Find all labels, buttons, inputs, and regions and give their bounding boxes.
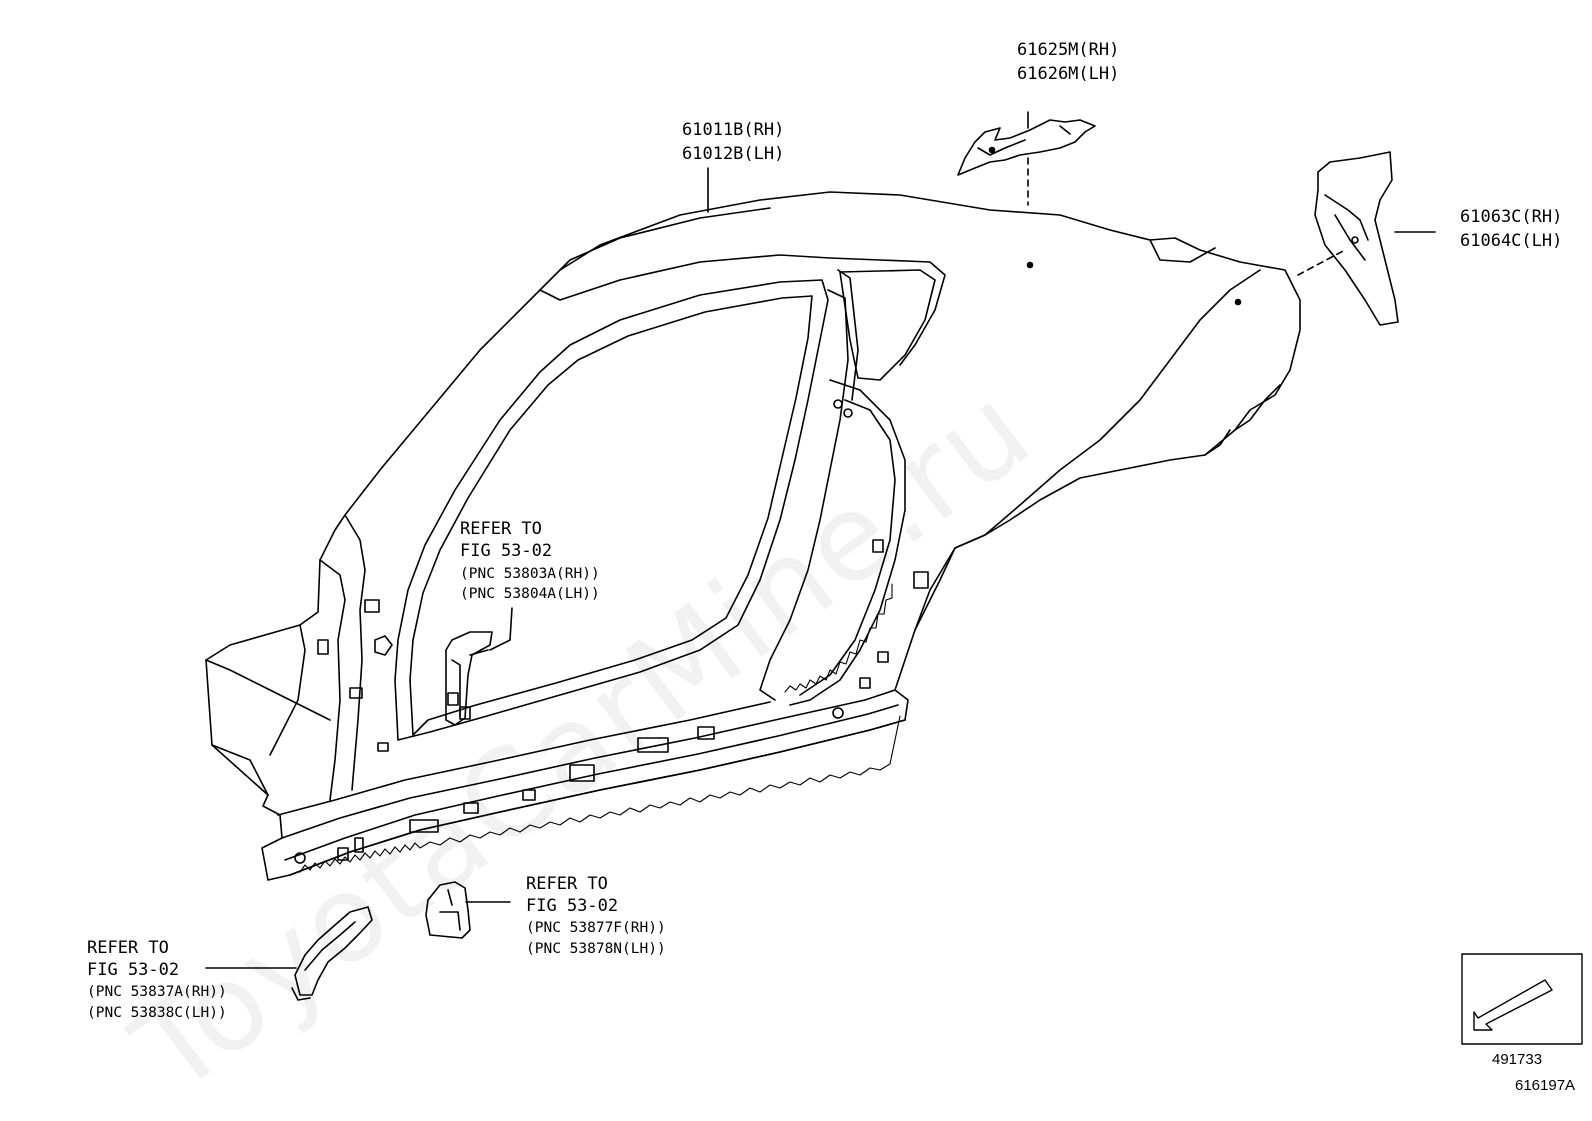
leader-rear-extension-dashed xyxy=(1297,249,1346,276)
ref-center-pillar-pnc1: (PNC 53803A(RH)) xyxy=(460,566,600,582)
center-pillar-bracket xyxy=(445,607,513,726)
ref-center-pillar-line1: REFER TO xyxy=(460,519,542,539)
figure-code: 616197A xyxy=(1515,1077,1576,1094)
ref-rocker-bracket-line2: FIG 53-02 xyxy=(526,896,619,916)
rocker-bracket xyxy=(425,881,511,939)
panel-outline xyxy=(205,191,1301,881)
ref-front-bracket-pnc2: (PNC 53838C(LH)) xyxy=(87,1005,227,1021)
ref-rocker-bracket-line1: REFER TO xyxy=(526,874,608,894)
ref-front-bracket-pnc1: (PNC 53837A(RH)) xyxy=(87,984,227,1000)
door-opening xyxy=(394,279,829,741)
direction-code: 491733 xyxy=(1492,1051,1543,1068)
roof-side-reinforcement-part xyxy=(957,111,1096,206)
rocker-sill xyxy=(289,719,906,876)
callout-rear-extension-lh: 61064C(LH) xyxy=(1460,231,1563,251)
front-bracket xyxy=(205,906,373,1001)
callout-body-side-outer-rh: 61011B(RH) xyxy=(682,120,785,140)
callout-roof-side-rh: 61625M(RH) xyxy=(1017,40,1120,60)
body-side-outer-panel xyxy=(205,191,1301,881)
rear-extension-part xyxy=(1297,151,1436,326)
ref-rocker-bracket-pnc2: (PNC 53878N(LH)) xyxy=(526,941,666,957)
ref-center-pillar-line2: FIG 53-02 xyxy=(460,541,553,561)
direction-box xyxy=(1461,953,1583,1045)
callout-rear-extension-rh: 61063C(RH) xyxy=(1460,207,1563,227)
callout-body-side-outer-lh: 61012B(LH) xyxy=(682,144,785,164)
ref-center-pillar-pnc2: (PNC 53804A(LH)) xyxy=(460,586,600,602)
ref-rocker-bracket-pnc1: (PNC 53877F(RH)) xyxy=(526,920,666,936)
leader-center-pillar xyxy=(489,607,513,651)
ref-front-bracket-line2: FIG 53-02 xyxy=(87,960,180,980)
arrow-icon xyxy=(1473,979,1553,1031)
ref-front-bracket-line1: REFER TO xyxy=(87,938,169,958)
callout-roof-side-lh: 61626M(LH) xyxy=(1017,64,1120,84)
quarter-window xyxy=(839,269,936,381)
